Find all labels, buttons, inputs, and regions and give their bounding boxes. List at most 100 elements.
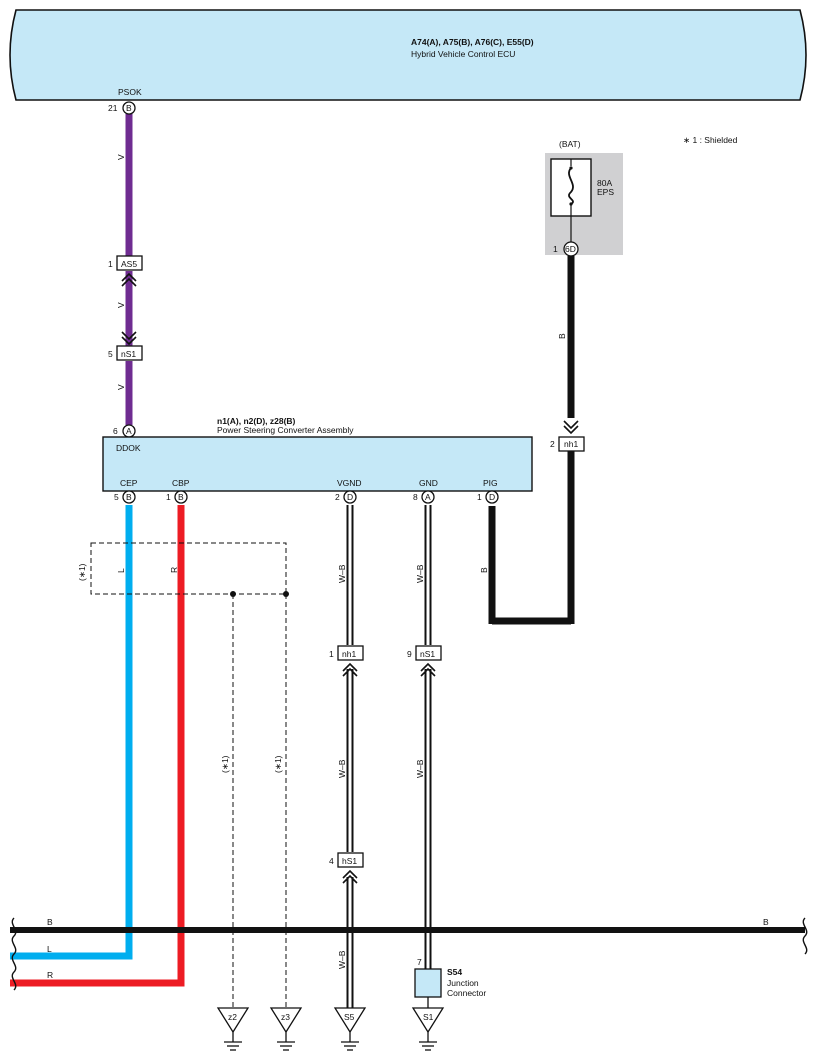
ground-s5-label: S5	[344, 1012, 355, 1022]
ns1-top-chevron-icon	[121, 331, 137, 346]
vgnd-conn: D	[347, 492, 353, 502]
ns1-top-name: nS1	[121, 349, 136, 359]
terminal-cep: CEP	[120, 478, 138, 488]
terminal-vgnd: VGND	[337, 478, 362, 488]
wire-red	[10, 505, 185, 987]
hs1-connector	[337, 852, 364, 868]
ecu-box	[9, 9, 807, 101]
vgnd-pin: 2	[335, 492, 340, 502]
shield-label-box: (∗1)	[77, 563, 87, 581]
pig-pin: 1	[477, 492, 482, 502]
shield-label-z3: (∗1)	[273, 755, 283, 773]
ns1-top-pin: 5	[108, 349, 113, 359]
assembly-connectors: n1(A), n2(D), z28(B)	[217, 416, 296, 426]
pig-connector-circle	[485, 490, 499, 504]
terminal-gnd: GND	[419, 478, 438, 488]
ddok-conn: A	[126, 426, 132, 436]
cbp-conn: B	[178, 492, 184, 502]
bus-break-left-icon	[11, 917, 17, 991]
wire-label-v1: V	[116, 154, 126, 160]
gnd-conn: A	[425, 492, 431, 502]
wire-label-wb-gnd-2: W–B	[415, 759, 425, 778]
gnd-connector-circle	[421, 490, 435, 504]
wire-label-r: R	[169, 567, 179, 573]
ns1-gnd-chevron-icon	[420, 662, 436, 677]
shielded-note: ∗ 1 : Shielded	[683, 135, 738, 145]
as5-chevron-icon	[121, 272, 137, 287]
wire-label-b-pig: B	[479, 567, 489, 573]
nh1-vgnd-chevron-icon	[342, 662, 358, 677]
nh1-right-pin: 2	[550, 439, 555, 449]
shield-junction-dot-1	[230, 591, 236, 597]
psok-terminal: PSOK	[118, 87, 142, 97]
ddok-pin: 6	[113, 426, 118, 436]
wire-label-wb-vgnd-1: W–B	[337, 564, 347, 583]
bus-label-l: L	[47, 944, 52, 954]
ecu-connectors: A74(A), A75(B), A76(C), E55(D)	[411, 37, 534, 47]
fuse-conn: 6D	[565, 244, 576, 254]
ground-s1-label: S1	[423, 1012, 434, 1022]
cep-connector-circle	[122, 490, 136, 504]
shield-box	[90, 542, 287, 595]
fuse-rating: 80A	[597, 178, 612, 188]
ground-z2-label: z2	[228, 1012, 237, 1022]
gnd-pin: 8	[413, 492, 418, 502]
hs1-name: hS1	[342, 856, 357, 866]
as5-connector	[116, 255, 143, 271]
junction-line1: Junction	[447, 978, 479, 988]
ground-z3-label: z3	[281, 1012, 290, 1022]
fuse-name: EPS	[597, 187, 614, 197]
fuse-icon	[568, 167, 574, 205]
psok-pin: 21	[108, 103, 118, 113]
assembly-box	[102, 436, 533, 492]
as5-pin: 1	[108, 259, 113, 269]
wire-label-l: L	[116, 568, 126, 573]
wire-label-b-fuse: B	[557, 333, 567, 339]
shield-junction-dot-2	[283, 591, 289, 597]
cbp-pin: 1	[166, 492, 171, 502]
ground-s1	[411, 1007, 445, 1051]
wire-label-wb-vgnd-2: W–B	[337, 759, 347, 778]
as5-name: AS5	[121, 259, 137, 269]
wire-label-wb-gnd-1: W–B	[415, 564, 425, 583]
ns1-gnd-name: nS1	[420, 649, 435, 659]
cep-conn: B	[126, 492, 132, 502]
nh1-right-name: nh1	[564, 439, 578, 449]
fuse-pin: 1	[553, 244, 558, 254]
bus-break-right-icon	[802, 917, 808, 955]
fuse-source: (BAT)	[559, 139, 581, 149]
bus-label-b-right: B	[763, 917, 769, 927]
wire-label-v3: V	[116, 384, 126, 390]
ddok-terminal: DDOK	[116, 443, 141, 453]
psok-connector-circle	[122, 101, 136, 115]
wire-label-v2: V	[116, 302, 126, 308]
junction-name: S54	[447, 967, 462, 977]
nh1-vgnd-name: nh1	[342, 649, 356, 659]
cbp-connector-circle	[174, 490, 188, 504]
bus-label-r: R	[47, 970, 53, 980]
ground-z3	[269, 1007, 303, 1051]
ground-z2	[216, 1007, 250, 1051]
ground-s5	[333, 1007, 367, 1051]
junction-pin: 7	[417, 957, 422, 967]
vgnd-connector-circle	[343, 490, 357, 504]
wire-blue	[10, 505, 133, 960]
ns1-top-connector	[116, 345, 143, 361]
ns1-gnd-connector	[415, 645, 442, 661]
junction-line2: Connector	[447, 988, 486, 998]
nh1-right-chevron-icon	[563, 420, 579, 435]
shield-label-z2: (∗1)	[220, 755, 230, 773]
nh1-vgnd-connector	[337, 645, 364, 661]
terminal-pig: PIG	[483, 478, 498, 488]
nh1-vgnd-pin: 1	[329, 649, 334, 659]
cep-pin: 5	[114, 492, 119, 502]
hs1-pin: 4	[329, 856, 334, 866]
ecu-name: Hybrid Vehicle Control ECU	[411, 49, 515, 59]
terminal-cbp: CBP	[172, 478, 190, 488]
bus-label-b-left: B	[47, 917, 53, 927]
wire-label-wb-vgnd-3: W–B	[337, 950, 347, 969]
hs1-chevron-icon	[342, 869, 358, 884]
assembly-name: Power Steering Converter Assembly	[217, 425, 354, 435]
ns1-gnd-pin: 9	[407, 649, 412, 659]
